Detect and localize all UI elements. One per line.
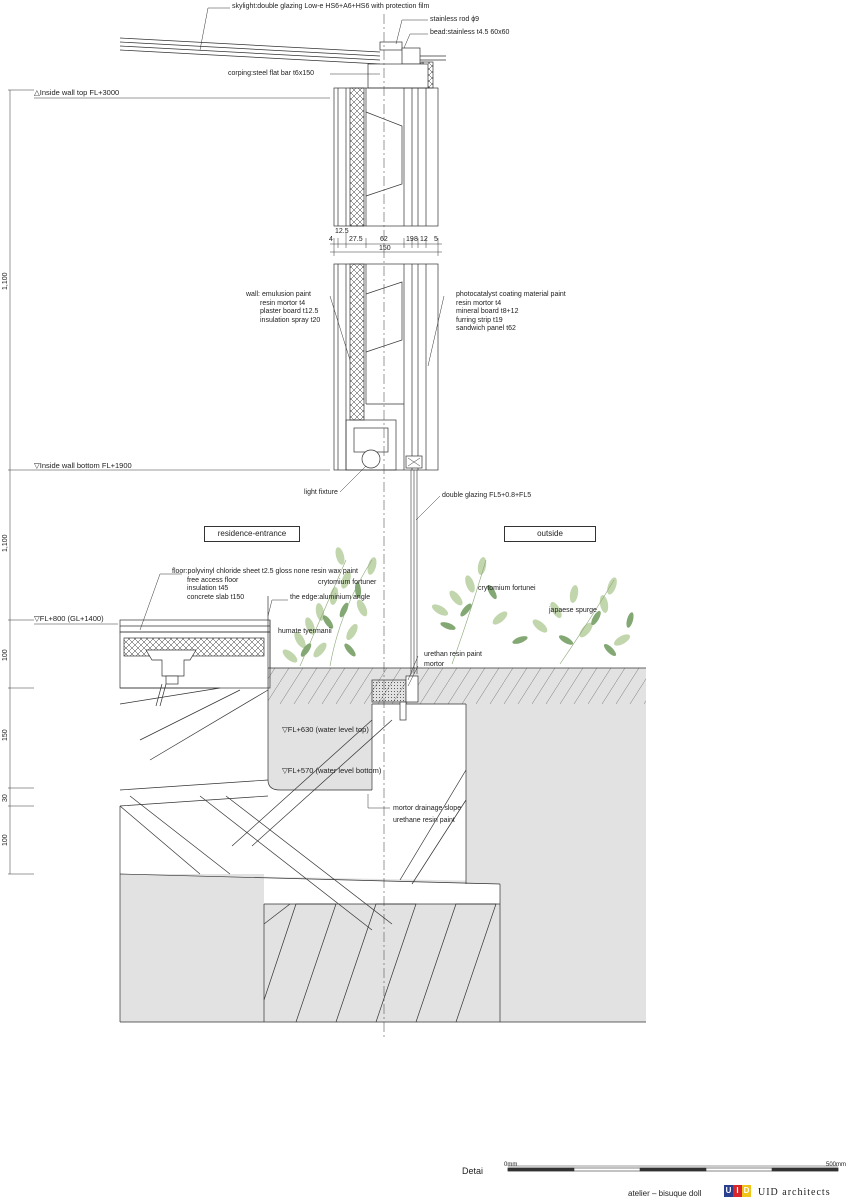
label-bead: bead:stainless t4.5 60x60	[430, 29, 510, 36]
label-humate: humate tyermanii	[278, 628, 332, 635]
dim-part-5: 12	[420, 236, 428, 243]
label-corping: corping:steel flat bar t6x150	[228, 70, 314, 77]
logo-u-icon: U	[724, 1185, 733, 1197]
label-japaese-spurge: japaese spurge	[549, 607, 597, 614]
wall-dimension-lines	[330, 232, 442, 256]
label-floor: floor:polyvinyl chloride sheet t2.5 glos…	[172, 568, 358, 601]
label-double-glazing: double glazing FL5+0.8+FL5	[442, 492, 532, 499]
vdim-4: 30	[2, 794, 9, 802]
level-wall-top: △Inside wall top FL+3000	[34, 88, 120, 97]
dim-part-3: 19	[406, 236, 414, 243]
level-water-top: ▽FL+630 (water level top)	[282, 725, 369, 734]
label-light-fixture: light fixture	[304, 489, 338, 496]
dim-part-2: 62	[380, 236, 388, 243]
brand-name: UID architects	[758, 1187, 831, 1198]
vdim-1: 1,100	[2, 534, 9, 552]
scale-end: 500mm	[826, 1162, 847, 1168]
level-wall-bottom: ▽Inside wall bottom FL+1900	[34, 461, 132, 470]
structural-diagonals	[119, 687, 497, 1023]
label-urethane: urethane resin paint	[393, 817, 455, 824]
level-fl800: ▽FL+800 (GL+1400)	[34, 614, 104, 623]
level-water-bottom: ▽FL+570 (water level bottom)	[282, 766, 382, 775]
dim-part-4: 8	[414, 236, 418, 243]
label-mortor-drainage: mortor drainage slope	[393, 805, 462, 812]
label-mortor: mortor	[424, 661, 445, 668]
label-urethan: urethan resin paint	[424, 651, 482, 658]
skylight-glazing	[119, 37, 446, 89]
vdim-0: 1,100	[2, 272, 9, 290]
project-name: atelier – bisuque doll	[628, 1189, 702, 1198]
drawing-title: Detai	[462, 1166, 484, 1176]
label-skylight: skylight:double glazing Low-e HS6+A6+HS6…	[232, 3, 430, 10]
wall-upper	[333, 87, 439, 227]
label-stainless-rod: stainless rod ϕ9	[430, 16, 480, 23]
glazing-pane	[410, 470, 418, 674]
ground-shading	[120, 668, 646, 1022]
dim-top: 12.5	[335, 228, 349, 235]
label-crytomium-fortuner: crytomium fortuner	[318, 579, 377, 586]
scale-start: 0mm	[504, 1162, 518, 1168]
wall-lower	[333, 263, 439, 471]
dim-part-1: 27.5	[349, 236, 363, 243]
label-edge: the edge:aluminium angle	[290, 594, 371, 601]
label-wall-inside: wall: emulusion paint resin mortor t4 pl…	[246, 291, 321, 324]
dim-part-6: 5	[434, 236, 438, 243]
vdim-5: 100	[2, 834, 9, 846]
scale-bar	[507, 1165, 839, 1172]
floor-construction	[119, 619, 271, 707]
logo-d-icon: D	[742, 1185, 751, 1197]
label-crytomium-fortunei: crytomium fortunei	[478, 585, 536, 592]
plants	[282, 547, 634, 667]
space-residence-entrance: residence-entrance	[204, 526, 300, 542]
logo-i-icon: I	[733, 1185, 742, 1197]
level-lines	[8, 89, 330, 875]
label-wall-outside: photocatalyst coating material paint res…	[456, 291, 566, 332]
vdim-2: 100	[2, 649, 9, 661]
dim-total: 150	[379, 245, 391, 252]
leader-lines	[139, 7, 445, 809]
space-outside: outside	[504, 526, 596, 542]
vdim-3: 150	[2, 729, 9, 741]
dim-part-0: 4	[329, 236, 333, 243]
